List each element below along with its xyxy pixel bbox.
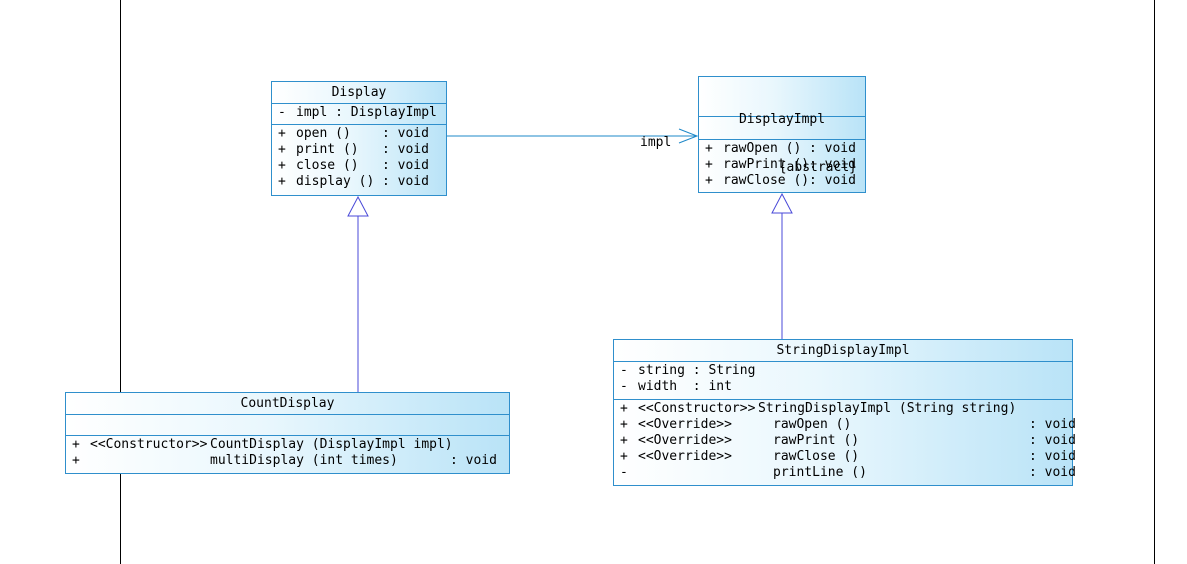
class-name-compartment: DisplayImpl {abstract}: [699, 77, 865, 175]
generalization-arrowhead-display: [347, 195, 369, 217]
operation-row: + open () : void: [278, 126, 429, 141]
attributes-section: [699, 117, 865, 140]
operations-section: + <<Constructor>> StringDisplayImpl (Str…: [614, 400, 1076, 482]
operation-row: + multiDisplay (int times) : void: [72, 453, 497, 468]
operation-row: + rawOpen () : void: [705, 141, 856, 156]
attribute-row: - width : int: [620, 379, 732, 394]
class-name: CountDisplay: [66, 393, 509, 415]
operation-row: + <<Override>> rawPrint () : void: [620, 433, 1076, 448]
right-divider-line: [1154, 0, 1155, 564]
attributes-section: [66, 415, 509, 436]
operation-row: + rawPrint () : void: [705, 157, 856, 172]
attribute-row: - impl : DisplayImpl: [278, 105, 437, 120]
operation-row: + rawClose () : void: [705, 173, 856, 188]
operation-row: + display () : void: [278, 174, 429, 189]
class-name: Display: [272, 82, 446, 104]
abstract-modifier: {abstract}: [778, 160, 857, 175]
operations-section: + open () : void + print () : void + clo…: [272, 125, 446, 191]
association-role-label: impl: [640, 135, 672, 150]
attributes-section: - impl : DisplayImpl: [272, 104, 446, 125]
operations-section: + rawOpen () : void + rawPrint () : void…: [699, 140, 865, 190]
class-countdisplay[interactable]: CountDisplay + <<Constructor>> CountDisp…: [65, 392, 510, 474]
attribute-row: - string : String: [620, 363, 756, 378]
operation-row: + close () : void: [278, 158, 429, 173]
class-displayimpl[interactable]: DisplayImpl {abstract} + rawOpen () : vo…: [698, 76, 866, 193]
operation-row: + <<Constructor>> CountDisplay (DisplayI…: [72, 437, 453, 452]
class-name: DisplayImpl: [738, 112, 826, 127]
operation-row: + <<Override>> rawClose () : void: [620, 449, 1076, 464]
class-stringdisplayimpl[interactable]: StringDisplayImpl - string : String - wi…: [613, 339, 1076, 486]
left-divider-line: [120, 0, 121, 564]
operation-row: + print () : void: [278, 142, 429, 157]
class-name: StringDisplayImpl: [614, 340, 1072, 362]
class-display[interactable]: Display - impl : DisplayImpl + open () :…: [271, 81, 447, 196]
operation-row: - printLine () : void: [620, 465, 1076, 480]
association-arrowhead: [678, 128, 699, 144]
attributes-section: - string : String - width : int: [614, 362, 1072, 400]
operation-row: + <<Override>> rawOpen () : void: [620, 417, 1076, 432]
operations-section: + <<Constructor>> CountDisplay (DisplayI…: [66, 436, 509, 470]
operation-row: + <<Constructor>> StringDisplayImpl (Str…: [620, 401, 1017, 416]
